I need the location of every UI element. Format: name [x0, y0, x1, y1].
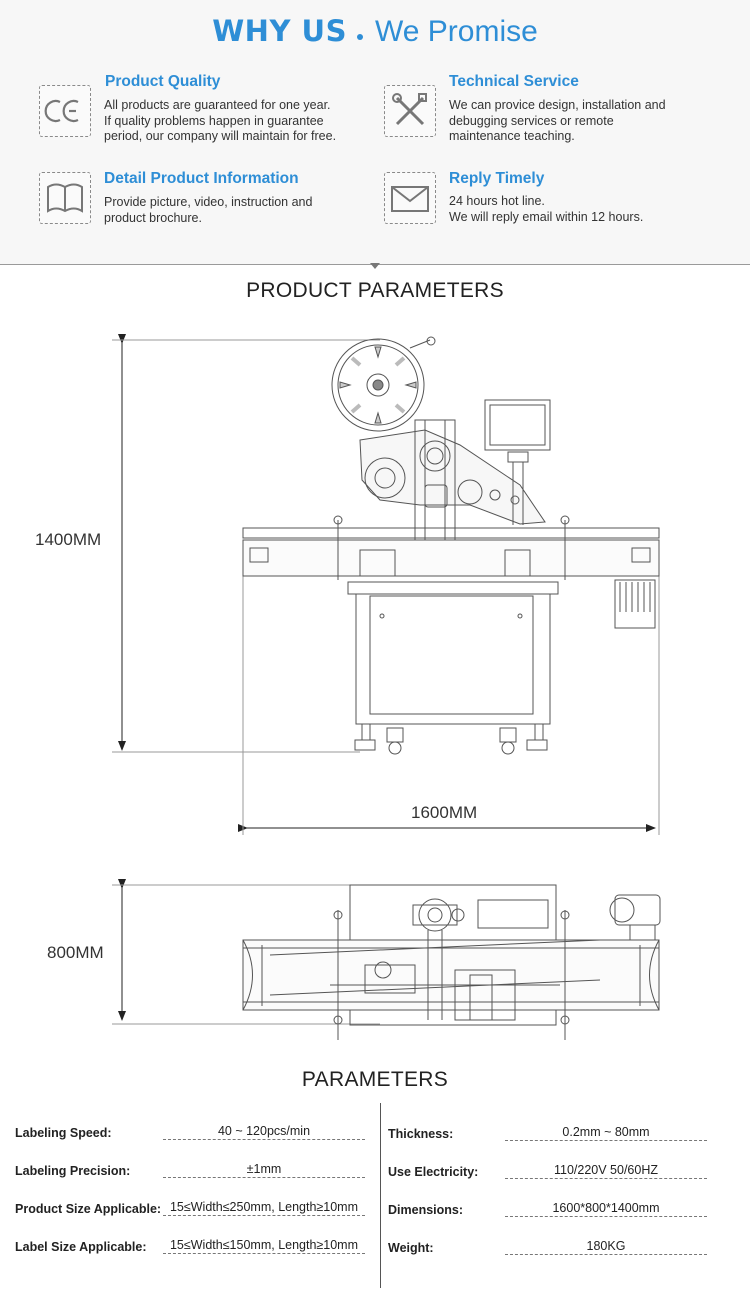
- param-label-label-size: Label Size Applicable:: [15, 1240, 147, 1254]
- param-value-label-size: 15≤Width≤150mm, Length≥10mm: [163, 1238, 365, 1254]
- param-value-product-size: 15≤Width≤250mm, Length≥10mm: [163, 1200, 365, 1216]
- why-us-section: [0, 0, 750, 265]
- envelope-icon: [384, 172, 436, 224]
- width-dimension-label: 800MM: [47, 943, 104, 962]
- machine-front-view: [242, 336, 660, 755]
- param-label-labeling-speed: Labeling Speed:: [15, 1126, 112, 1140]
- width-dimension-line: [112, 879, 380, 1025]
- feature-desc-product-quality: All products are guaranteed for one year…: [104, 98, 337, 143]
- param-value-labeling-precision: ±1mm: [163, 1162, 365, 1178]
- height-dimension-line: [112, 334, 380, 753]
- length-dimension-label: 1600MM: [411, 803, 478, 822]
- feature-title-product-quality: Product Quality: [105, 73, 221, 90]
- param-value-use-electricity: 110/220V 50/60HZ: [505, 1163, 707, 1179]
- feature-desc-detail-product-information: Provide picture, video, instruction and …: [104, 195, 313, 225]
- param-label-labeling-precision: Labeling Precision:: [15, 1164, 131, 1178]
- feature-title-technical-service: Technical Service: [449, 73, 579, 90]
- param-value-thickness: 0.2mm ~ 80mm: [505, 1125, 707, 1141]
- parameters-title: PARAMETERS: [301, 1068, 449, 1091]
- param-value-dimensions: 1600*800*1400mm: [505, 1201, 707, 1217]
- param-label-weight: Weight:: [388, 1241, 434, 1255]
- param-label-thickness: Thickness:: [388, 1127, 454, 1141]
- book-icon: [39, 172, 91, 224]
- why-us-heading: WHY US We Promise: [0, 14, 750, 49]
- param-label-use-electricity: Use Electricity:: [388, 1165, 479, 1179]
- param-label-product-size: Product Size Applicable:: [15, 1202, 162, 1216]
- tools-icon: [384, 85, 436, 137]
- feature-desc-technical-service: We can provice design, installation and …: [449, 98, 666, 143]
- parameters-column-divider: [380, 1103, 381, 1288]
- feature-title-reply-timely: Reply Timely: [449, 170, 545, 187]
- height-dimension-label: 1400MM: [35, 530, 102, 549]
- param-value-labeling-speed: 40 ~ 120pcs/min: [163, 1124, 365, 1140]
- param-value-weight: 180KG: [505, 1239, 707, 1255]
- title-separator-dot: [356, 33, 363, 40]
- product-parameters-title: PRODUCT PARAMETERS: [246, 279, 504, 302]
- ce-mark-icon: [39, 85, 91, 137]
- machine-top-view: [242, 884, 661, 1040]
- why-us-title: WHY US: [212, 14, 347, 48]
- param-label-dimensions: Dimensions:: [388, 1203, 464, 1217]
- section-divider-caret: [370, 263, 380, 269]
- feature-desc-reply-timely: 24 hours hot line. We will reply email w…: [449, 194, 644, 224]
- feature-title-detail-product-information: Detail Product Information: [104, 170, 299, 187]
- we-promise-title: We Promise: [374, 15, 538, 48]
- length-dimension-line: [238, 540, 660, 835]
